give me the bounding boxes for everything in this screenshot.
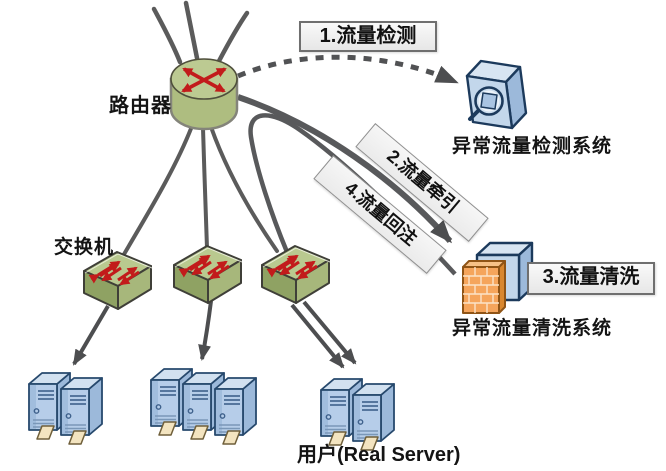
router-to-switch-lines [121, 124, 279, 258]
switch-to-server-arrows [72, 300, 357, 369]
traffic-diversion-arrow [237, 94, 453, 244]
server-group-middle [150, 368, 257, 445]
router-label: 路由器 [109, 95, 172, 117]
users-real-server-label: 用户(Real Server) [297, 444, 461, 466]
cleaning-system-label: 异常流量清洗系统 [452, 318, 613, 339]
switch-icon-3 [262, 246, 330, 303]
router-icon [169, 58, 239, 131]
detection-system-icon [465, 59, 528, 130]
step-label-traffic-cleaning: 3.流量清洗 [527, 262, 655, 295]
step-label-traffic-detection: 1.流量检测 [299, 21, 437, 52]
cleaning-system-icon [462, 241, 534, 314]
uplink-lines [151, 0, 250, 65]
switch-icon-2 [174, 246, 242, 303]
switch-label: 交换机 [54, 237, 115, 258]
switch-icon-1 [84, 252, 152, 309]
server-group-left [28, 372, 103, 445]
detection-system-label: 异常流量检测系统 [452, 136, 613, 157]
traffic-detection-dashed-arrow [237, 54, 459, 85]
